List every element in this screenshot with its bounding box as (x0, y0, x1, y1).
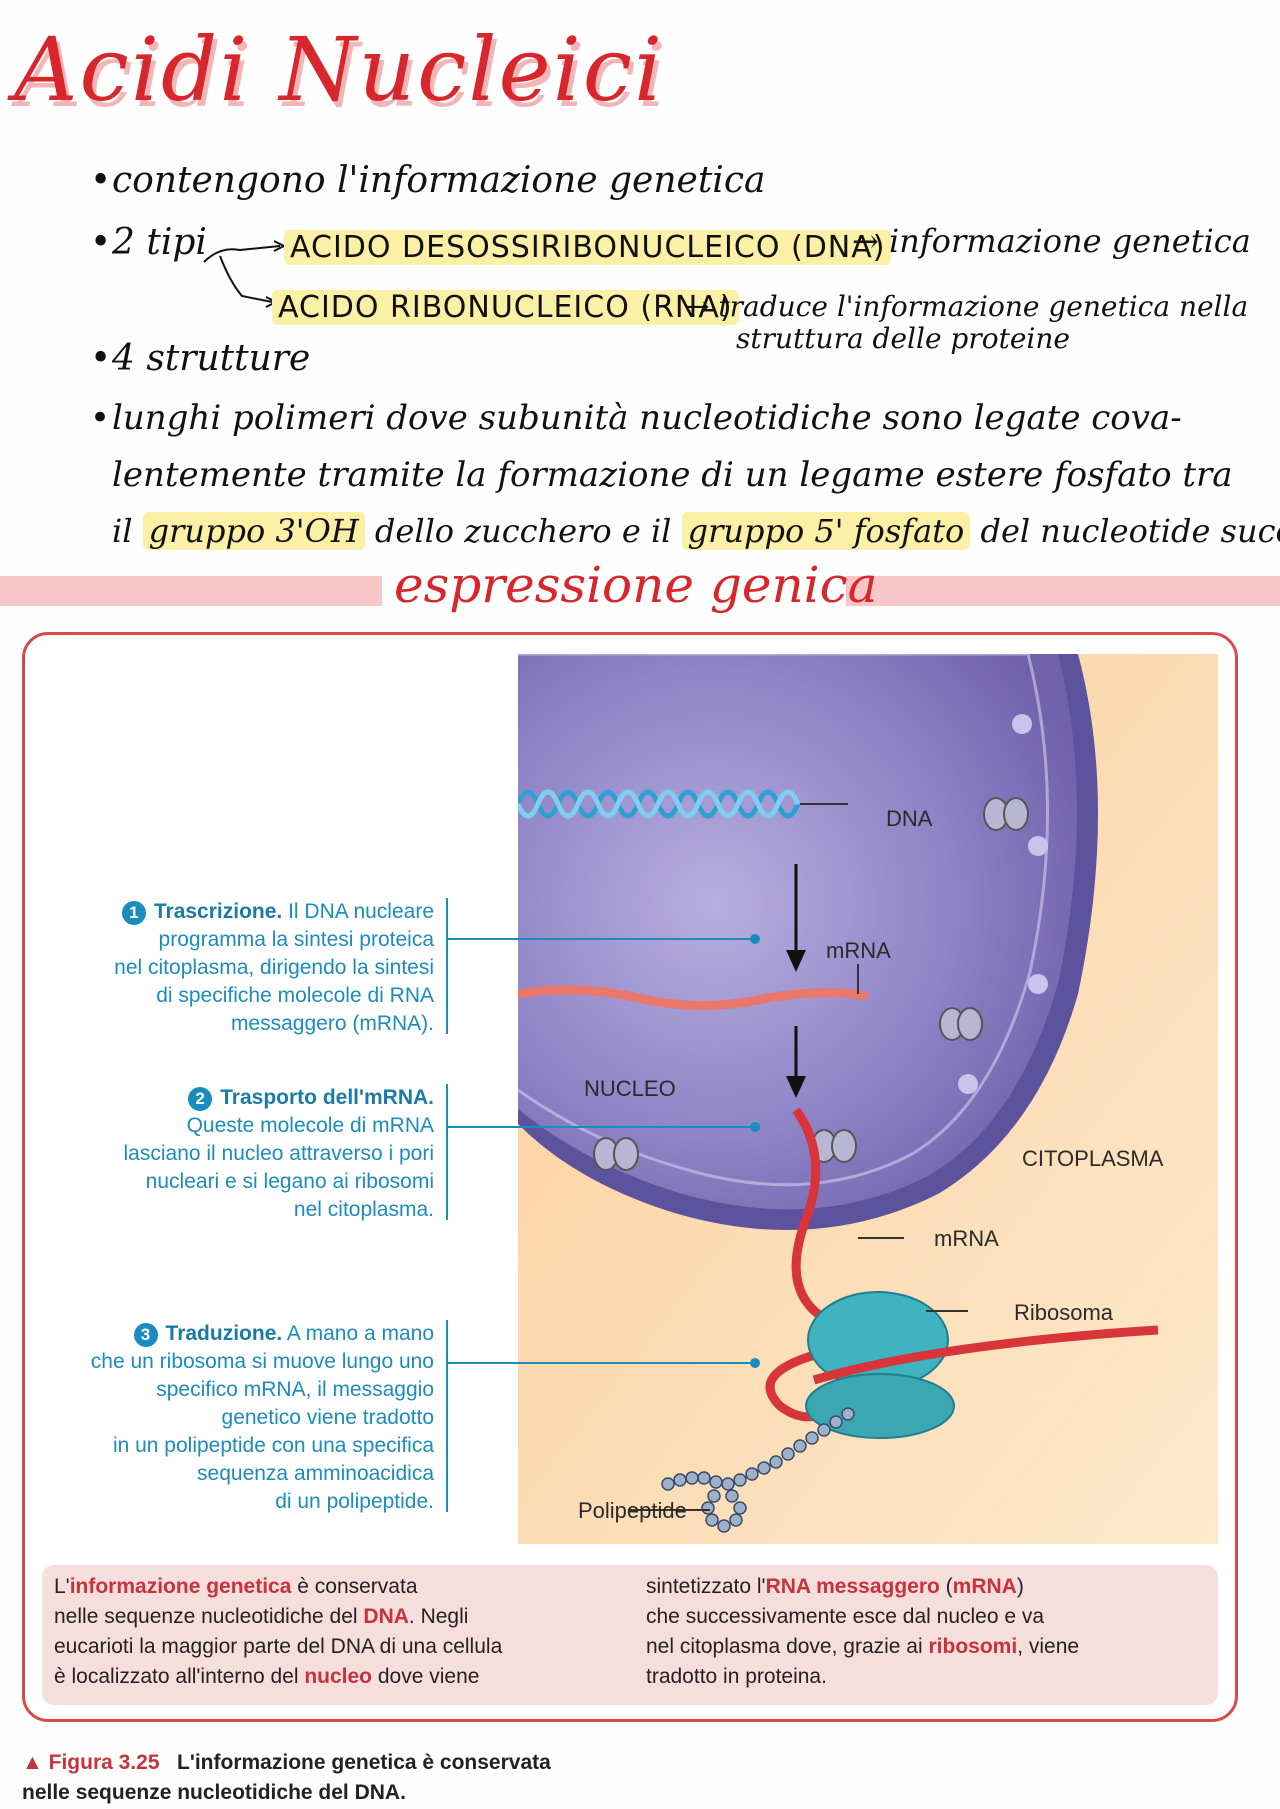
label-mrna-bottom: mRNA (934, 1226, 999, 1251)
label-dna: DNA (886, 806, 933, 831)
membrane-decoration (958, 714, 1048, 1094)
page-title-shadow: Acidi Nucleici (18, 24, 669, 127)
figure-summary (42, 1565, 1218, 1705)
step-3-leader (446, 1362, 754, 1364)
dna-role: → informazione genetica (852, 222, 1251, 260)
step-2-leader (446, 1126, 754, 1128)
step-2-dot (750, 1122, 760, 1132)
step-1-dot (750, 934, 760, 944)
label-polipeptide: Polipeptide (578, 1498, 687, 1523)
note-bullet-1: contengono l'informazione genetica (90, 160, 765, 201)
section-band-right (846, 576, 1280, 606)
summary-left: L'informazione genetica è conservata nel… (54, 1575, 503, 1688)
label-mrna-top: mRNA (826, 938, 891, 963)
transcription-arrow-head (786, 950, 806, 972)
label-ribosoma: Ribosoma (1014, 1300, 1114, 1325)
figure-caption: ▲ Figura 3.25 L'informazione genetica è … (22, 1751, 551, 1804)
polypeptide-chain (661, 1407, 855, 1533)
section-title: espressione genica (394, 556, 878, 614)
label-citoplasma: CITOPLASMA (1022, 1146, 1164, 1171)
step-3-bracket (446, 1320, 448, 1512)
summary-right: sintetizzato l'RNA messaggero (mRNA) che… (646, 1575, 1080, 1688)
rna-name: ACIDO RIBONUCLEICO (RNA) (272, 290, 739, 325)
section-band-left (0, 576, 382, 606)
note-bullet-4-line1: lunghi polimeri dove subunità nucleotidi… (90, 398, 1182, 438)
step-2-number: 2 (188, 1087, 213, 1111)
dna-strand-b (518, 789, 801, 819)
note-bullet-3: 4 strutture (90, 338, 310, 379)
label-nucleo: NUCLEO (584, 1076, 676, 1101)
inner-membrane (518, 654, 1049, 1187)
note-bullet-4-line3: il gruppo 3'OH dello zucchero e il grupp… (112, 512, 1280, 550)
mrna-through-ribosome (812, 1325, 1159, 1385)
ribosome-small-subunit (805, 1373, 955, 1439)
step-3-dot (750, 1358, 760, 1368)
note-bullet-4-line2: lentemente tramite la formazione di un l… (112, 455, 1233, 495)
dna-name: ACIDO DESOSSIRIBONUCLEICO (DNA) (284, 230, 892, 265)
rna-role-line1: → traduce l'informazione genetica nella (686, 290, 1249, 323)
transport-arrow-head (786, 1076, 806, 1098)
step-1-leader (446, 938, 754, 940)
step-1-number: 1 (121, 901, 146, 925)
step-2-bracket (446, 1084, 448, 1220)
page-title: Acidi Nucleici (14, 18, 665, 121)
step-1-bracket (446, 898, 448, 1034)
note-bullet-2-lead: 2 tipi (90, 222, 207, 263)
step-3-number: 3 (133, 1323, 158, 1347)
gene-expression-diagram (518, 654, 1218, 1544)
mrna-nuclear (518, 985, 869, 1010)
rna-role-line2: struttura delle proteine (736, 322, 1070, 355)
